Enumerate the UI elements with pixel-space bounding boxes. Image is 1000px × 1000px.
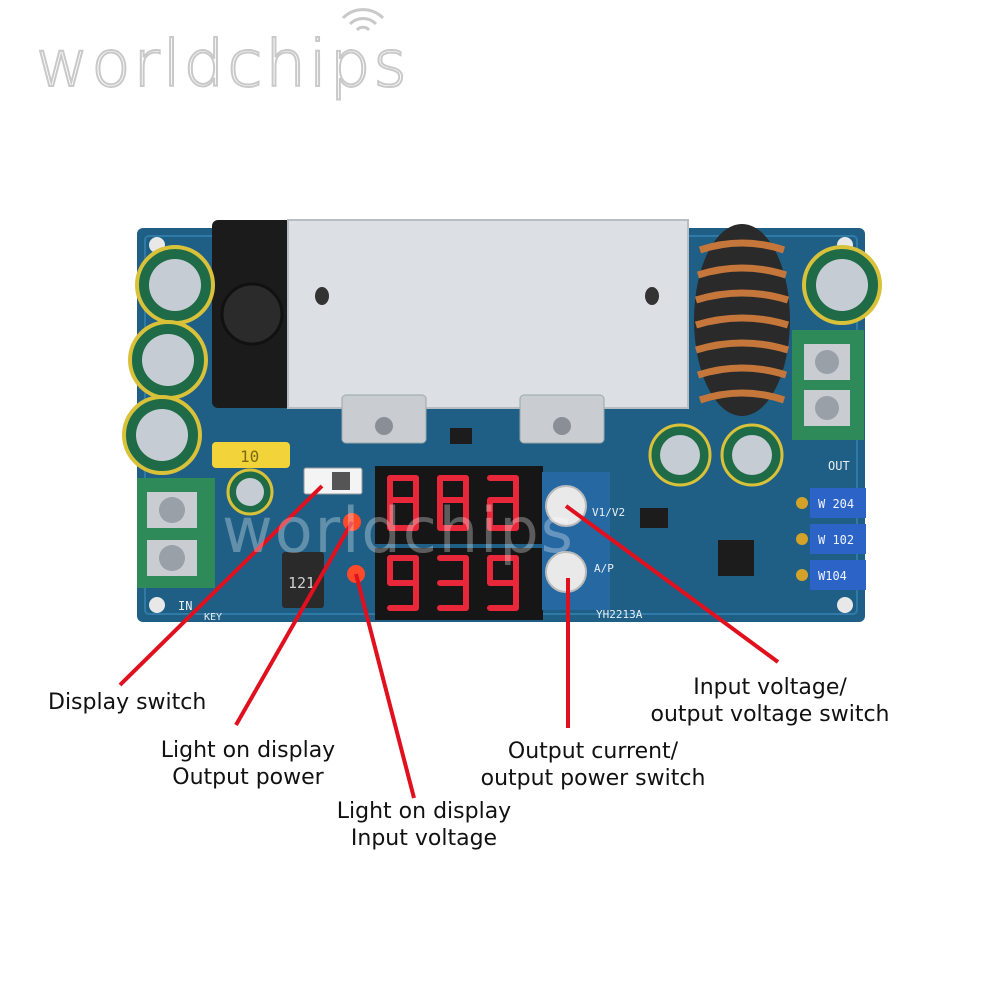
svg-text:W104: W104 xyxy=(818,569,847,583)
output-terminal xyxy=(792,330,864,440)
toroid-inductor xyxy=(694,224,790,416)
svg-text:W 204: W 204 xyxy=(818,497,854,511)
svg-text:IN: IN xyxy=(178,599,192,613)
label-light-output-power: Light on display Output power xyxy=(160,738,336,790)
svg-text:V1/V2: V1/V2 xyxy=(592,506,625,519)
svg-text:10: 10 xyxy=(240,447,259,466)
small-inductor xyxy=(282,552,324,608)
svg-text:A/P: A/P xyxy=(594,562,614,575)
overlay-watermark: worldchips xyxy=(222,494,575,567)
output-capacitors xyxy=(648,245,882,487)
callout-lines xyxy=(118,484,780,799)
svg-text:KEY: KEY xyxy=(204,612,222,623)
button-ap xyxy=(542,538,610,610)
ic-chip xyxy=(718,540,754,576)
label-output-current-switch: Output current/ output power switch xyxy=(480,739,706,791)
wifi-icon xyxy=(341,8,385,32)
svg-text:OUT: OUT xyxy=(828,459,850,473)
svg-text:YH2213A: YH2213A xyxy=(596,608,643,621)
potentiometers xyxy=(796,488,866,590)
heatsink xyxy=(287,219,689,409)
label-light-input-voltage: Light on display Input voltage xyxy=(336,799,512,851)
brand-watermark: worldchips xyxy=(35,27,410,103)
svg-text:121: 121 xyxy=(288,574,315,592)
fuse xyxy=(212,442,290,468)
label-display-switch: Display switch xyxy=(48,690,207,715)
seven-segment-displays xyxy=(375,466,543,620)
svg-text:W 102: W 102 xyxy=(818,533,854,547)
input-terminal xyxy=(137,478,215,588)
label-input-voltage-switch: Input voltage/ output voltage switch xyxy=(650,675,890,727)
input-capacitors xyxy=(122,245,274,516)
